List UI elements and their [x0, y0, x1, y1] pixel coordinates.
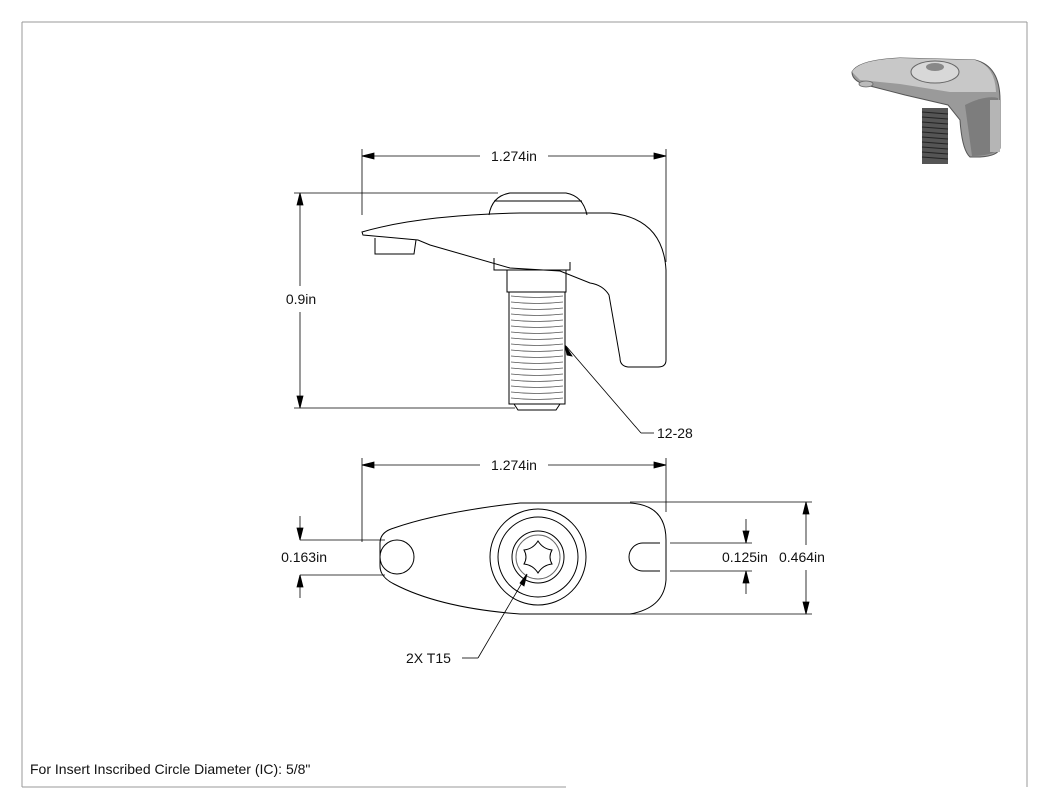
screw-head-outer	[489, 508, 587, 606]
screw-shoulder	[493, 258, 571, 271]
clamp-body-outline	[361, 212, 667, 368]
side-width-label: 1.274in	[491, 148, 537, 164]
screw-threads	[510, 295, 564, 400]
screw-head-mid	[497, 516, 579, 598]
hole-diameter-label: 0.163in	[281, 549, 327, 565]
sheet-frame	[21, 21, 1028, 788]
screw-head-inner	[511, 530, 565, 584]
top-view-dimensions	[296, 458, 812, 659]
thread-label: 12-28	[657, 425, 693, 441]
screw-head	[488, 192, 588, 216]
isometric-view	[851, 57, 1001, 164]
torx-drive	[523, 540, 553, 574]
clamp-top-outline	[379, 502, 667, 615]
mounting-slot	[628, 542, 660, 572]
footer-note: For Insert Inscribed Circle Diameter (IC…	[30, 761, 311, 777]
side-height-label: 0.9in	[286, 291, 316, 307]
top-view	[379, 502, 667, 615]
screw-shank	[508, 291, 566, 405]
side-view-dimensions	[294, 149, 667, 434]
slot-width-label: 0.125in	[722, 549, 768, 565]
side-view	[361, 192, 667, 411]
drive-label: 2X T15	[406, 650, 451, 666]
top-height-label: 0.464in	[779, 549, 825, 565]
clamp-nose	[374, 238, 417, 255]
mounting-hole	[379, 539, 415, 575]
top-width-label: 1.274in	[491, 457, 537, 473]
